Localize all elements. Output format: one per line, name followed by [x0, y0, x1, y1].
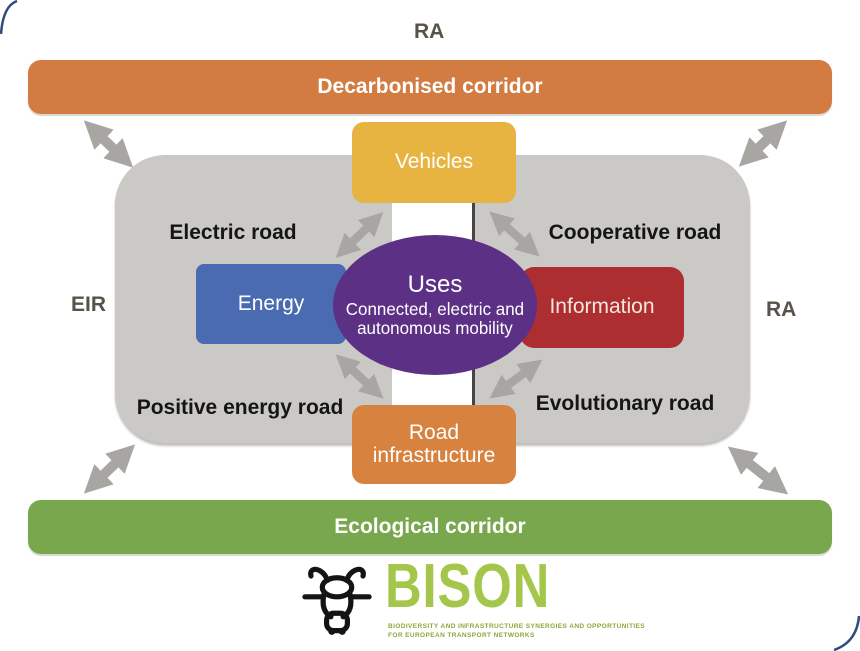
- energy-label: Energy: [237, 291, 305, 315]
- road-infrastructure-label-line2: infrastructure: [372, 443, 496, 467]
- uses-subtitle-line1: Connected, electric and: [345, 299, 525, 320]
- ra-top-label: RA: [414, 20, 445, 43]
- ecological-corridor-label: Ecological corridor: [334, 515, 526, 538]
- eir-left-label: EIR: [71, 293, 107, 316]
- uses-subtitle: Connected, electric and autonomous mobil…: [346, 300, 524, 338]
- frame-corner-bottom-right-arc: [833, 615, 860, 651]
- cooperative-road-label: Cooperative road: [548, 221, 722, 244]
- arrow-uses-road-right: [489, 359, 543, 399]
- electric-road-label: Electric road: [169, 221, 297, 244]
- vehicles-label: Vehicles: [394, 150, 474, 174]
- decarbonised-corridor-bar: Decarbonised corridor: [28, 60, 832, 114]
- information-node: Information: [520, 267, 684, 348]
- road-infrastructure-node: Road infrastructure: [352, 405, 516, 484]
- ra-right-label: RA: [766, 298, 797, 321]
- bison-tagline-line2: FOR EUROPEAN TRANSPORT NETWORKS: [388, 632, 535, 639]
- inner-double-arrows: [335, 211, 543, 399]
- information-label: Information: [549, 295, 655, 319]
- outer-double-arrows: [83, 120, 789, 495]
- decarbonised-corridor-label: Decarbonised corridor: [317, 75, 543, 98]
- energy-node: Energy: [196, 264, 346, 344]
- arrow-uses-vehicles-left: [335, 212, 384, 258]
- evolutionary-road-label: Evolutionary road: [535, 392, 715, 415]
- arrow-bottom-left: [83, 444, 136, 494]
- uses-title: Uses: [407, 270, 463, 298]
- ecological-corridor-bar: Ecological corridor: [28, 500, 832, 554]
- road-infrastructure-label-line1: Road: [408, 421, 460, 445]
- uses-subtitle-line2: autonomous mobility: [357, 318, 513, 339]
- frame-corner-top-left-arc: [0, 0, 18, 35]
- vehicles-node: Vehicles: [352, 122, 516, 203]
- bison-logo-wordmark: BISON: [385, 552, 551, 621]
- arrow-uses-vehicles-right: [489, 211, 540, 257]
- arrow-top-right: [738, 120, 788, 167]
- bison-head-icon: [302, 566, 372, 635]
- arrow-top-left: [83, 120, 134, 168]
- positive-energy-road-label: Positive energy road: [136, 396, 344, 419]
- uses-ellipse: Uses Connected, electric and autonomous …: [333, 235, 537, 375]
- arrow-bottom-right: [727, 446, 789, 495]
- arrow-uses-road-left: [335, 354, 384, 399]
- bison-tagline-line1: BIODIVERSITY AND INFRASTRUCTURE SYNERGIE…: [388, 623, 646, 630]
